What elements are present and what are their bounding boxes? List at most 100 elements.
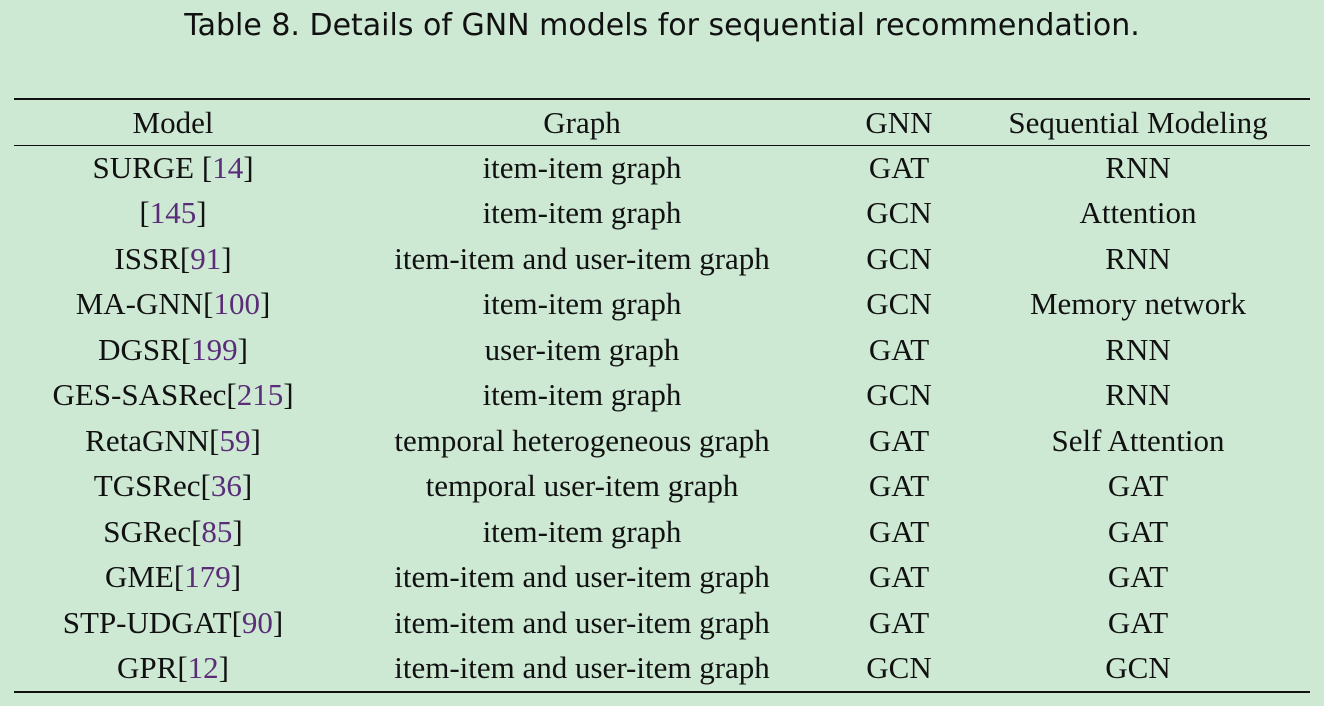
gnn-cell: GAT [868,422,930,458]
model-cell: GES-SASRec[215] [14,373,332,419]
header-gnn: GNN [865,104,933,140]
table-row: SGRec[85] item-item graph GAT GAT [14,509,1310,555]
graph-cell: item-item and user-item graph [394,604,770,640]
model-cell: DGSR[199] [14,327,332,373]
citation-close-bracket: ] [250,422,261,458]
sequential-modeling-cell: RNN [1105,149,1171,185]
gnn-cell: GAT [868,468,930,504]
citation-link[interactable]: 179 [184,559,231,595]
gnn-cell: GCN [866,650,932,686]
graph-cell: item-item graph [482,149,682,185]
citation-open-bracket: [ [226,377,237,413]
model-name: STP-UDGAT [62,604,232,640]
model-cell: STP-UDGAT[90] [14,600,332,646]
model-cell: MA-GNN[100] [14,282,332,328]
sequential-modeling-cell: Self Attention [1051,422,1225,458]
graph-cell: user-item graph [484,331,680,367]
model-cell: SURGE [14] [14,145,332,191]
citation-link[interactable]: 36 [210,468,242,504]
gnn-cell: GAT [868,559,930,595]
citation-link[interactable]: 14 [212,149,244,185]
model-cell: [145] [14,191,332,237]
model-name: GPR [117,650,178,686]
gnn-cell: GAT [868,331,930,367]
citation-open-bracket: [ [179,240,191,276]
citation-open-bracket: [ [209,422,220,458]
citation-close-bracket: ] [232,513,243,549]
gnn-cell: GAT [868,513,930,549]
sequential-modeling-cell: RNN [1105,240,1171,276]
citation-open-bracket: [ [173,559,185,595]
model-name: MA-GNN [75,286,204,322]
citation-link[interactable]: 85 [201,513,233,549]
graph-cell: temporal heterogeneous graph [394,422,770,458]
table-header-rule [14,145,1310,146]
table-row: DGSR[199] user-item graph GAT RNN [14,327,1310,373]
citation-link[interactable]: 199 [191,331,238,367]
gnn-cell: GAT [868,149,930,185]
citation-open-bracket: [ [139,195,150,231]
model-cell: SGRec[85] [14,509,332,555]
model-name: RetaGNN [85,422,210,458]
citation-link[interactable]: 90 [241,604,273,640]
model-cell: GME[179] [14,555,332,601]
citation-open-bracket: [ [201,149,213,185]
citation-link[interactable]: 215 [236,377,284,413]
sequential-modeling-cell: GAT [1107,559,1169,595]
gnn-cell: GCN [866,240,932,276]
citation-close-bracket: ] [218,650,229,686]
model-name: DGSR [98,331,181,367]
graph-cell: item-item and user-item graph [394,240,770,276]
table-row: SURGE [14] item-item graph GAT RNN [14,145,1310,191]
graph-cell: temporal user-item graph [425,468,739,504]
citation-open-bracket: [ [203,286,214,322]
header-model: Model [132,104,214,140]
citation-open-bracket: [ [191,513,202,549]
table-row: GME[179] item-item and user-item graph GAT… [14,555,1310,601]
model-cell: ISSR[91] [14,236,332,282]
citation-link[interactable]: 100 [213,286,260,322]
citation-open-bracket: [ [200,468,211,504]
citation-close-bracket: ] [272,604,284,640]
model-name: GES-SASRec [52,377,227,413]
gnn-cell: GCN [866,195,932,231]
gnn-cell: GCN [866,377,932,413]
citation-close-bracket: ] [196,195,207,231]
model-cell: TGSRec[36] [14,464,332,510]
citation-link[interactable]: 12 [187,650,219,686]
citation-close-bracket: ] [221,240,232,276]
citation-link[interactable]: 59 [219,422,251,458]
sequential-modeling-cell: RNN [1105,331,1171,367]
citation-close-bracket: ] [230,559,242,595]
gnn-cell: GCN [866,286,932,322]
graph-cell: item-item graph [482,513,682,549]
model-name: SURGE [92,149,202,185]
gnn-cell: GAT [868,604,930,640]
sequential-modeling-cell: GCN [1105,650,1171,686]
citation-close-bracket: ] [237,331,248,367]
table-row: STP-UDGAT[90] item-item and user-item gra… [14,600,1310,646]
citation-link[interactable]: 91 [190,240,222,276]
model-cell: RetaGNN[59] [14,418,332,464]
sequential-modeling-cell: GAT [1107,513,1169,549]
model-name: TGSRec [93,468,201,504]
citation-link[interactable]: 145 [149,195,197,231]
sequential-modeling-cell: GAT [1107,604,1169,640]
gnn-models-table: Model Graph GNN Sequential Modeling SURG… [14,100,1310,691]
model-name: GME [104,559,174,595]
model-name: SGRec [103,513,192,549]
table-top-rule [14,98,1310,100]
table-caption: Table 8. Details of GNN models for seque… [184,8,1140,43]
graph-cell: item-item and user-item graph [394,559,770,595]
table-row: RetaGNN[59] temporal heterogeneous graph G… [14,418,1310,464]
citation-close-bracket: ] [241,468,253,504]
graph-cell: item-item graph [482,195,682,231]
graph-cell: item-item graph [482,377,682,413]
